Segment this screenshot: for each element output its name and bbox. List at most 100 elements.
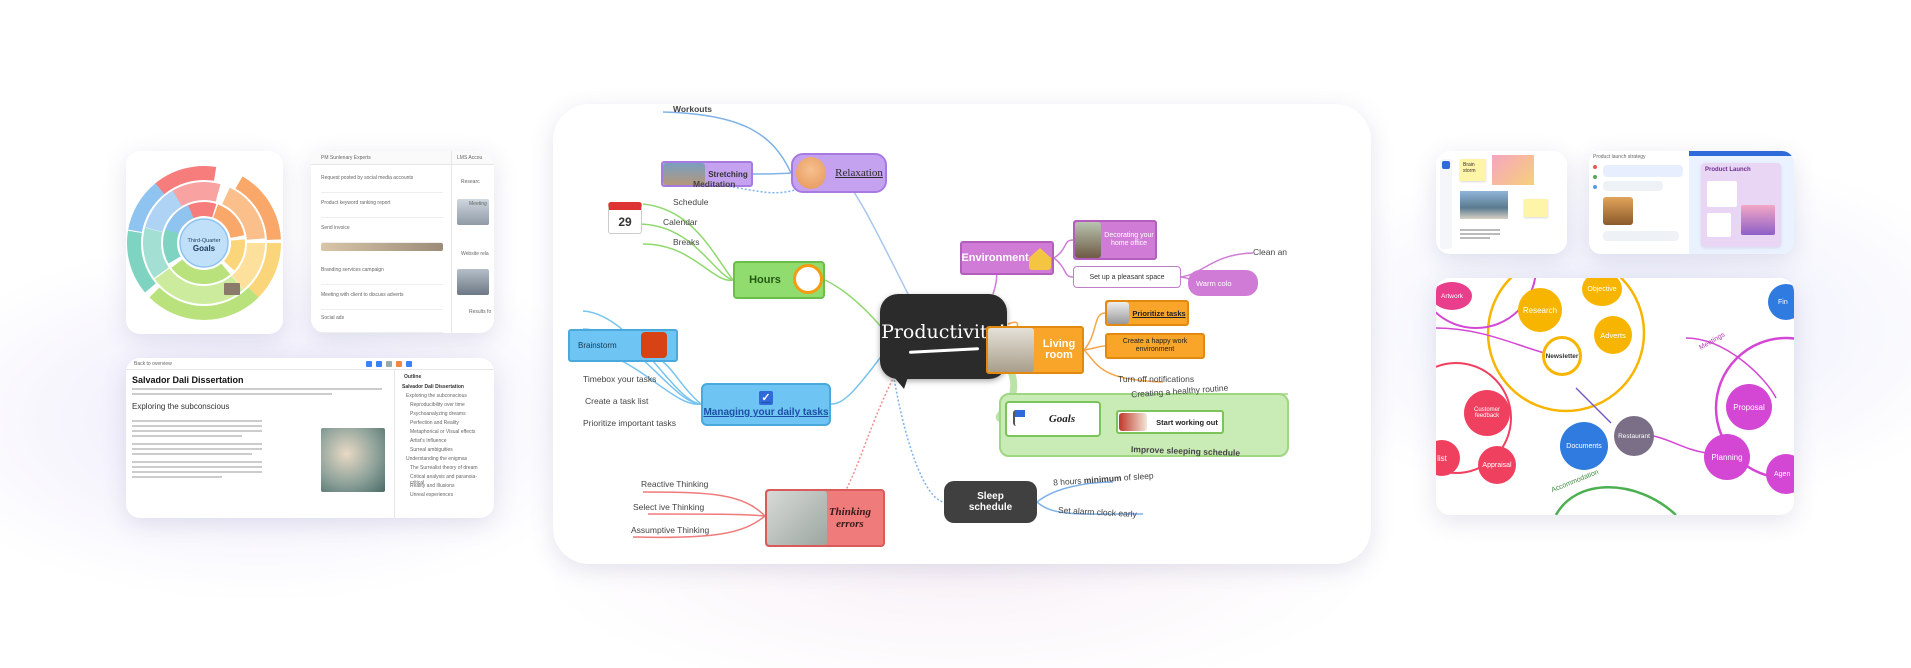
checkbox-icon: ✓ <box>759 391 773 405</box>
task-row[interactable]: Social ads <box>321 311 443 333</box>
sunburst-title-2: Goals <box>193 244 216 253</box>
pen-icon[interactable] <box>1442 161 1450 169</box>
bubble-customer-feedback[interactable]: Customer feedback <box>1464 390 1510 436</box>
outline-item[interactable]: Critical analysis and paranoia-critical <box>410 474 477 486</box>
label-schedule[interactable]: Schedule <box>673 197 709 207</box>
toolbar-icon[interactable] <box>386 361 392 367</box>
bubble-artwork[interactable]: Artwork <box>1436 282 1472 310</box>
chat-card[interactable]: Product launch strategy Product Launch <box>1589 151 1794 254</box>
outline-item[interactable]: Metaphorical or Visual effects <box>410 429 476 435</box>
label-reactive[interactable]: Reactive Thinking <box>641 479 709 489</box>
task-board-card[interactable]: PM Sunlenary Experts LMS Accou Request p… <box>311 151 494 333</box>
node-happy-work[interactable]: Create a happy work environment <box>1105 333 1205 359</box>
label-calendar[interactable]: Calendar <box>663 217 698 227</box>
back-to-overview[interactable]: Back to overview <box>134 361 172 367</box>
toolbar-icon[interactable] <box>366 361 372 367</box>
stretching-photo <box>663 163 705 185</box>
outline-item[interactable]: Unreal experiences <box>410 492 454 498</box>
toolbar-icon[interactable] <box>396 361 402 367</box>
task-header-left: PM Sunlenary Experts <box>321 155 371 161</box>
meditation-icon <box>796 157 826 189</box>
outline-list: Salvador Dali Dissertation Exploring the… <box>402 384 490 501</box>
side-image <box>457 269 489 295</box>
bubble-objective[interactable]: Objective <box>1582 278 1622 306</box>
bubble-planning[interactable]: Planning <box>1704 434 1750 480</box>
outline-item[interactable]: The Surrealist theory of dream <box>410 465 478 471</box>
outline-item[interactable]: Perfection and Reality <box>410 420 459 426</box>
outline-title: Outline <box>404 374 422 380</box>
node-daily-tasks[interactable]: ✓ Managing your daily tasks <box>701 383 831 426</box>
node-pleasant-space[interactable]: Set up a pleasant space <box>1073 266 1181 288</box>
bubble-newsletter[interactable]: Newsletter <box>1542 336 1582 376</box>
bubble-restaurant[interactable]: Restaurant <box>1614 416 1654 456</box>
side-task[interactable]: Researc <box>461 179 480 185</box>
label-meditation[interactable]: Meditation <box>693 179 736 189</box>
document-image <box>321 428 385 492</box>
side-image <box>457 199 489 225</box>
sunburst-chart: Third-Quarter Goals <box>126 166 281 320</box>
toolbar-icon[interactable] <box>376 361 382 367</box>
house-icon <box>1029 248 1051 270</box>
bubble-fin[interactable]: Fin <box>1768 284 1794 320</box>
label-assumptive[interactable]: Assumptive Thinking <box>631 525 710 535</box>
side-task[interactable]: Results fo <box>469 309 492 315</box>
toolbar-icon[interactable] <box>406 361 412 367</box>
chat-message[interactable] <box>1603 181 1663 191</box>
task-row[interactable]: Send invoice <box>321 221 443 243</box>
side-task[interactable]: Website rela <box>461 251 489 257</box>
whiteboard-toolbar <box>1440 159 1452 249</box>
sunburst-title-1: Third-Quarter <box>187 238 220 244</box>
label-prioritize-important[interactable]: Prioritize important tasks <box>583 418 677 428</box>
mindmap-canvas[interactable]: Productivity! Workouts Relaxation Stretc… <box>553 104 1371 564</box>
whiteboard-card[interactable]: Brain storm <box>1436 151 1567 254</box>
bubble-proposal[interactable]: Proposal <box>1726 384 1772 430</box>
bubble-adverts[interactable]: Adverts <box>1594 316 1632 354</box>
outline-item[interactable]: Reproducibility over time <box>410 402 465 408</box>
chat-message[interactable] <box>1603 231 1679 241</box>
living-room-photo <box>988 328 1034 372</box>
bubble-research[interactable]: Research <box>1518 288 1562 332</box>
label-workouts[interactable]: Workouts <box>673 104 713 114</box>
label-timebox[interactable]: Timebox your tasks <box>583 374 657 384</box>
product-launch-panel[interactable]: Product Launch <box>1701 163 1781 247</box>
outline-item[interactable]: Surreal ambiguities <box>410 447 453 453</box>
task-row[interactable]: Request posted by social media accounts <box>321 171 443 193</box>
task-row[interactable]: Product keyword ranking report <box>321 196 443 218</box>
flag-icon <box>1013 410 1027 426</box>
label-breaks[interactable]: Breaks <box>673 237 700 247</box>
product-launch-title: Product Launch <box>1705 167 1751 173</box>
bubble-agency[interactable]: Agen <box>1766 454 1794 494</box>
lightbulb-photo <box>767 491 827 545</box>
label-turn-off[interactable]: Turn off notifications <box>1118 374 1195 384</box>
bubble-appraisal[interactable]: Appraisal <box>1478 446 1516 484</box>
node-warm-colors[interactable]: Warm colo <box>1188 270 1258 296</box>
side-task[interactable]: Meeting <box>469 201 487 207</box>
outline-item[interactable]: Understanding the enigmas <box>406 456 468 462</box>
label-clean[interactable]: Clean an <box>1253 247 1288 257</box>
document-subtitle: Exploring the subconscious <box>132 402 230 411</box>
sunburst-goals-card[interactable]: Third-Quarter Goals <box>126 151 283 334</box>
bubble-documents[interactable]: Documents <box>1560 422 1608 470</box>
outline-item[interactable]: Psychoanalyzing dreams <box>410 411 466 417</box>
document-card[interactable]: Back to overview Salvador Dali Dissertat… <box>126 358 494 518</box>
sticky-note[interactable] <box>1524 199 1548 217</box>
calendar-icon: 29 <box>608 202 642 234</box>
outline-item[interactable]: Reality and Illusions <box>410 483 455 489</box>
label-selective[interactable]: Select ive Thinking <box>633 502 705 512</box>
outline-item[interactable]: Salvador Dali Dissertation <box>402 384 464 390</box>
outline-item[interactable]: Artist's Influence <box>410 438 447 444</box>
task-row[interactable]: Branding services campaign <box>321 263 443 285</box>
chat-photo <box>1603 197 1633 225</box>
label-task-list[interactable]: Create a task list <box>585 396 649 406</box>
central-topic[interactable]: Productivity! <box>880 294 1007 389</box>
notebook-photo <box>1107 302 1129 324</box>
chat-message[interactable] <box>1603 165 1683 177</box>
task-row[interactable]: Meeting with client to discuss adverts <box>321 288 443 310</box>
node-goals[interactable]: Goals <box>1005 401 1101 437</box>
outline-item[interactable]: Exploring the subconscious <box>406 393 467 399</box>
chat-header: Product launch strategy <box>1593 154 1646 160</box>
sticky-note[interactable]: Brain storm <box>1460 159 1486 181</box>
brainstorm-image <box>641 332 667 358</box>
bubble-map-card[interactable]: Research Objective Adverts Newsletter Ar… <box>1436 278 1794 515</box>
